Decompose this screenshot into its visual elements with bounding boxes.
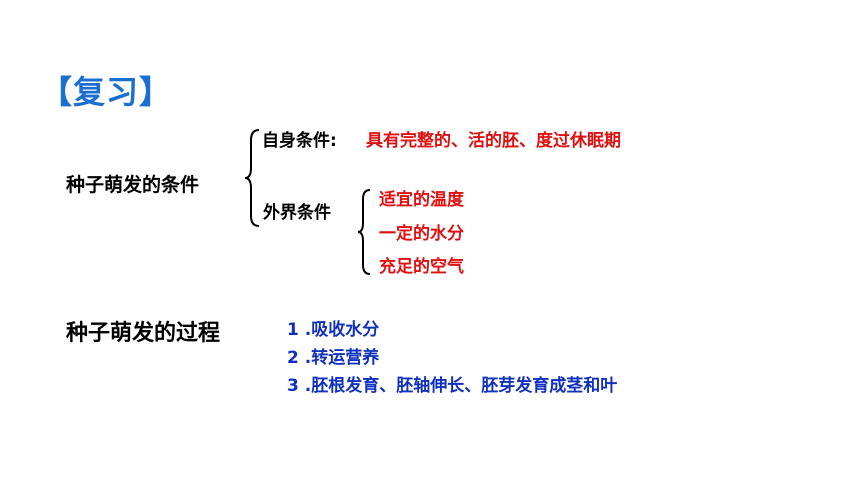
process-title: 种子萌发的过程 bbox=[66, 321, 221, 346]
conditions-title: 种子萌发的条件 bbox=[66, 174, 200, 196]
review-title: 【复习】 bbox=[40, 73, 173, 111]
conditions-brace-icon bbox=[244, 129, 260, 227]
external-brace-icon bbox=[357, 189, 371, 275]
external-item-water: 一定的水分 bbox=[379, 224, 464, 244]
process-step-1: 1 .吸收水分 bbox=[287, 320, 380, 340]
process-step-2: 2 .转运营养 bbox=[287, 348, 380, 368]
external-condition-label: 外界条件 bbox=[263, 203, 331, 223]
self-condition-value: 具有完整的、活的胚、度过休眠期 bbox=[366, 131, 621, 151]
external-item-temperature: 适宜的温度 bbox=[379, 190, 464, 210]
self-condition-label: 自身条件: bbox=[262, 131, 337, 151]
external-item-air: 充足的空气 bbox=[379, 257, 464, 277]
process-step-3: 3 .胚根发育、胚轴伸长、胚芽发育成茎和叶 bbox=[287, 376, 618, 396]
